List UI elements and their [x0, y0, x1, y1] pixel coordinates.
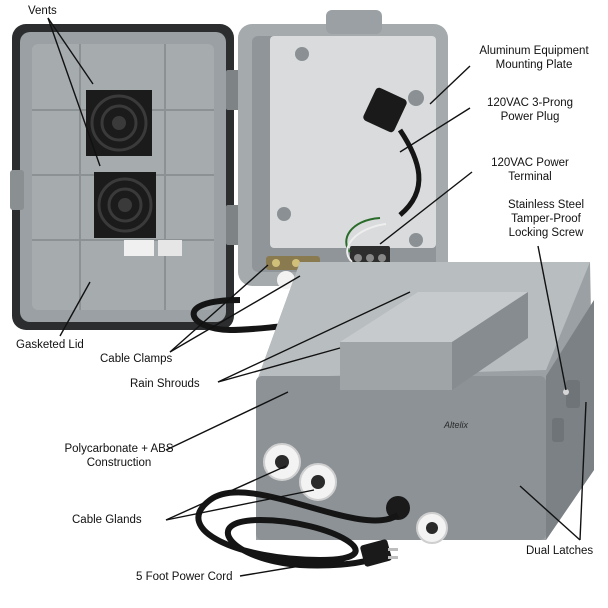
brand-logo: Altelix: [443, 420, 469, 430]
label-locking-screw-line2: Tamper-Proof: [511, 213, 581, 225]
lid-info-sticker: [124, 240, 154, 256]
power-plug-icon: [363, 87, 422, 217]
aluminum-mounting-plate: [270, 36, 436, 248]
label-construction: Polycarbonate + ABS Construction: [44, 442, 194, 470]
label-power-plug-line2: Power Plug: [500, 111, 560, 123]
label-power-cord: 5 Foot Power Cord: [136, 571, 233, 583]
rain-shroud: [340, 292, 528, 390]
label-mounting-plate-line2: Mounting Plate: [495, 59, 573, 71]
latch-icon-2: [552, 418, 564, 442]
label-cable-clamps: Cable Clamps: [100, 353, 173, 365]
label-power-terminal-line1: 120VAC Power: [491, 157, 569, 169]
callout-lines: [47, 17, 587, 577]
label-gasketed-lid: Gasketed Lid: [16, 339, 84, 351]
label-locking-screw-line1: Stainless Steel: [507, 199, 585, 211]
label-power-terminal: 120VAC Power Terminal: [470, 156, 590, 184]
label-locking-screw: Stainless Steel Tamper-Proof Locking Scr…: [490, 198, 602, 240]
label-construction-line1: Polycarbonate + ABS: [64, 443, 174, 455]
label-locking-screw-line3: Locking Screw: [508, 227, 584, 239]
label-rain-shrouds: Rain Shrouds: [130, 378, 200, 390]
vent-fan-lower-icon: [94, 172, 156, 238]
label-mounting-plate-line1: Aluminum Equipment: [479, 45, 589, 57]
label-construction-line2: Construction: [86, 457, 152, 469]
label-mounting-plate: Aluminum Equipment Mounting Plate: [464, 44, 604, 72]
label-power-plug: 120VAC 3-Prong Power Plug: [470, 96, 590, 124]
label-power-plug-line1: 120VAC 3-Prong: [486, 97, 574, 109]
label-power-terminal-line2: Terminal: [508, 171, 552, 183]
label-cable-glands: Cable Glands: [72, 514, 142, 526]
label-vents: Vents: [28, 5, 57, 17]
locking-screw-icon: [563, 389, 569, 395]
vent-fan-upper-icon: [86, 90, 152, 156]
lid-info-sticker-2: [158, 240, 182, 256]
latch-icon: [566, 380, 580, 408]
label-dual-latches: Dual Latches: [526, 545, 594, 557]
power-cord-icon: [195, 489, 400, 569]
